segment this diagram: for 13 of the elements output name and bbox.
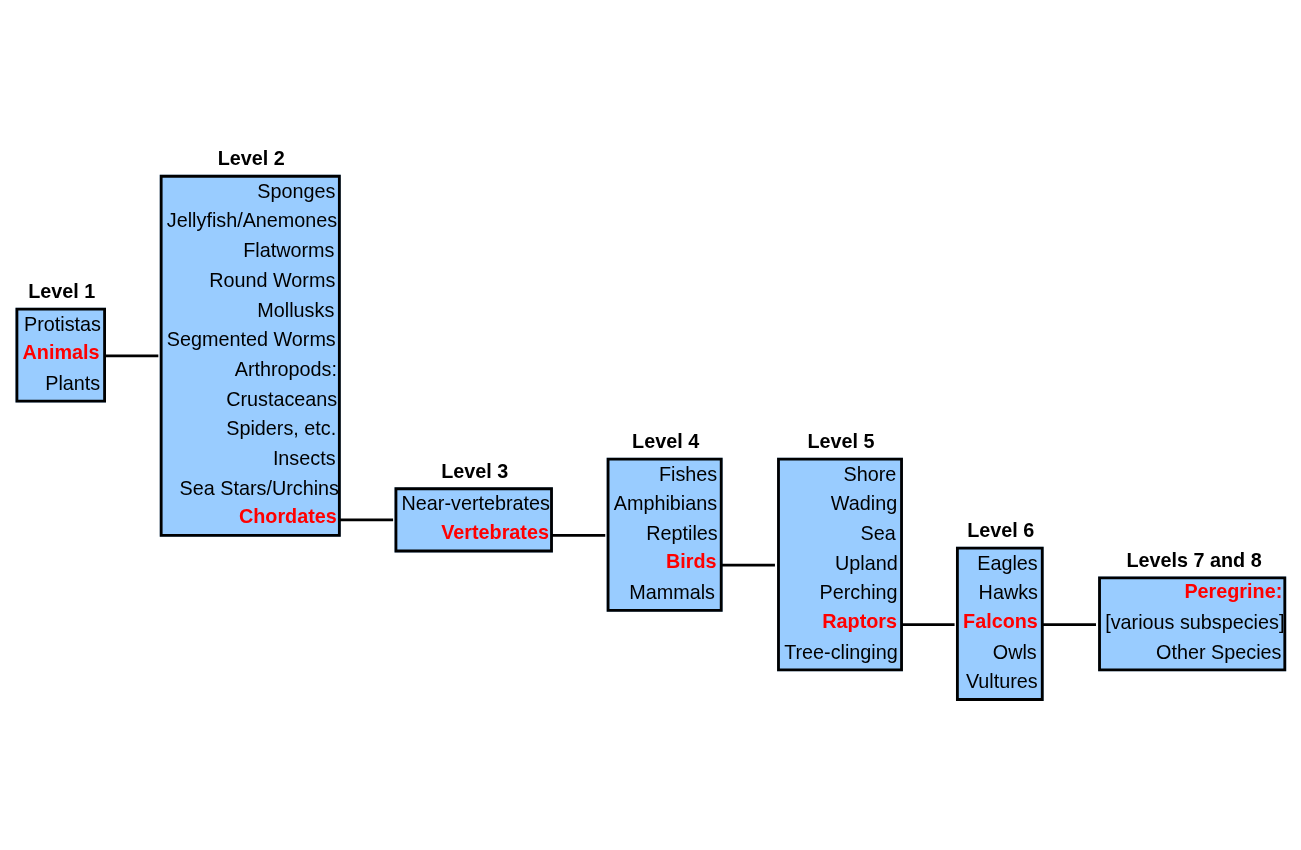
node-label: Level 5: [807, 429, 875, 452]
node-label: Level 6: [967, 518, 1035, 541]
connector: [721, 563, 775, 567]
connector: [551, 533, 606, 537]
node-label: Level 3: [441, 459, 509, 482]
connector: [104, 353, 159, 357]
connector: [901, 622, 955, 626]
connector: [339, 518, 394, 521]
node-label: Level 4: [632, 429, 700, 452]
node-label: Levels 7 and 8: [1126, 548, 1262, 571]
connector: [1042, 622, 1096, 626]
node-label: Level 1: [28, 279, 96, 302]
node-label: Level 2: [217, 146, 285, 169]
